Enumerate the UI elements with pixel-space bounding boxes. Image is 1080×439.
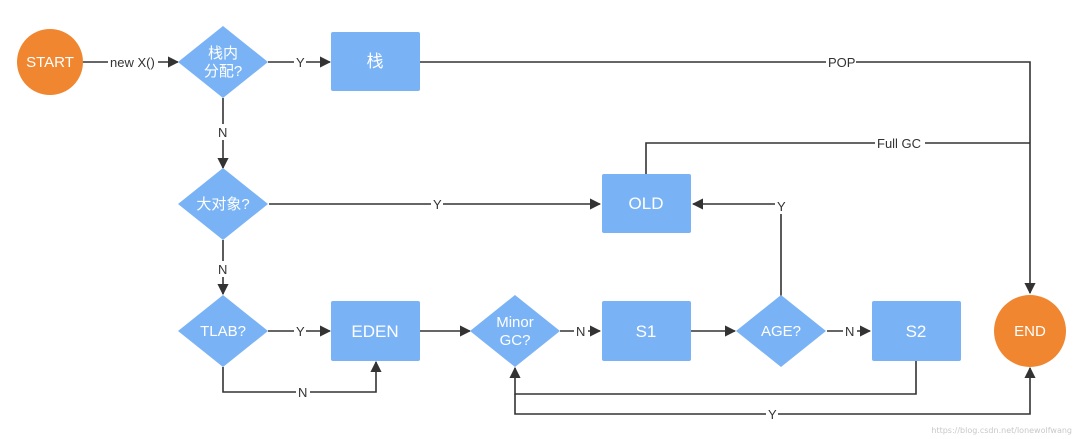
- minor-gc-decision: Minor GC?: [470, 295, 560, 367]
- watermark-text: https://blog.csdn.net/lonewolfwang: [931, 426, 1072, 435]
- stack-alloc-decision-line2: 分配?: [204, 63, 242, 80]
- stack-label: 栈: [367, 52, 384, 71]
- age-decision-label: AGE?: [761, 323, 801, 340]
- label-stack-yes: Y: [296, 55, 305, 70]
- end-label: END: [1014, 323, 1046, 340]
- edge-labels: new X() Y POP N Full GC Y N Y Y N N N Y: [108, 54, 925, 422]
- stack-node: 栈: [331, 32, 420, 91]
- minor-gc-decision-line2: GC?: [500, 332, 531, 349]
- s1-label: S1: [636, 322, 657, 341]
- eden-node: EDEN: [331, 301, 420, 361]
- label-big-no: N: [218, 262, 227, 277]
- edge-s2-to-minor-q: [509, 361, 917, 395]
- tlab-decision: TLAB?: [178, 295, 268, 367]
- eden-label: EDEN: [351, 322, 398, 341]
- start-node: START: [17, 29, 83, 95]
- tlab-decision-label: TLAB?: [200, 323, 246, 340]
- edge-old-to-end: [645, 142, 1030, 174]
- s1-node: S1: [602, 301, 691, 361]
- label-minor-loop-yes: Y: [768, 407, 777, 422]
- label-stack-no: N: [218, 125, 227, 140]
- s2-node: S2: [872, 301, 961, 361]
- old-label: OLD: [629, 194, 664, 213]
- stack-alloc-decision-line1: 栈内: [208, 45, 238, 62]
- s2-label: S2: [906, 322, 927, 341]
- age-decision: AGE?: [736, 295, 826, 367]
- label-big-yes: Y: [433, 197, 442, 212]
- label-tlab-no: N: [298, 385, 307, 400]
- edge-age-q-to-old: [691, 198, 782, 296]
- label-age-no: N: [845, 324, 854, 339]
- minor-gc-decision-line1: Minor: [496, 314, 534, 331]
- label-minor-no: N: [576, 324, 585, 339]
- end-node: END: [994, 295, 1066, 367]
- big-object-decision: 大对象?: [178, 168, 268, 240]
- start-label: START: [26, 54, 74, 71]
- label-full-gc: Full GC: [877, 136, 921, 151]
- label-pop: POP: [828, 55, 855, 70]
- label-age-yes: Y: [777, 199, 786, 214]
- stack-alloc-decision: 栈内 分配?: [178, 26, 268, 98]
- label-new-x: new X(): [110, 55, 155, 70]
- old-node: OLD: [602, 174, 691, 233]
- big-object-decision-label: 大对象?: [196, 196, 249, 213]
- edge-stack-to-end: [420, 61, 1036, 295]
- label-tlab-yes: Y: [296, 324, 305, 339]
